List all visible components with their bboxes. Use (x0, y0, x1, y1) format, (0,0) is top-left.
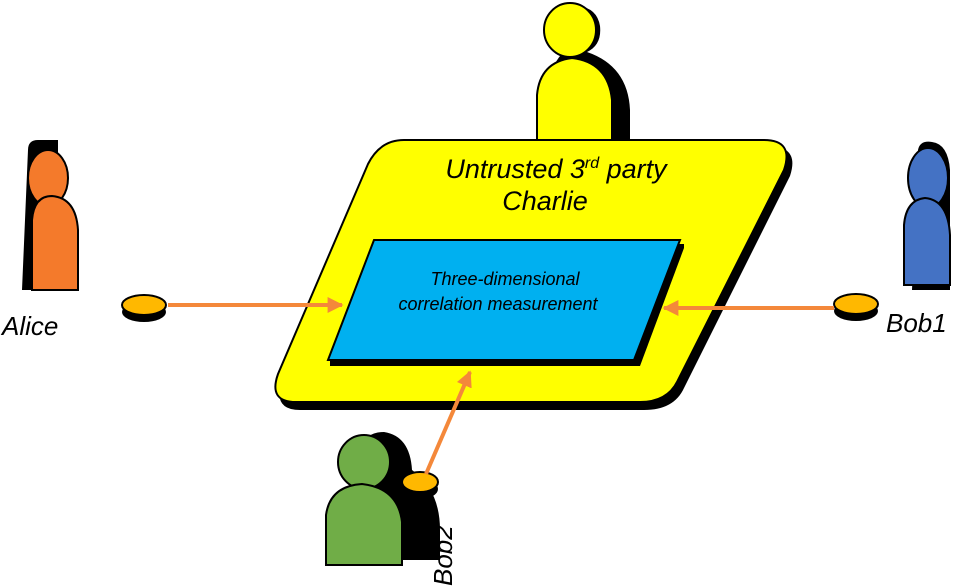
platform-subtitle: Charlie (502, 186, 588, 216)
bob2-label: Bob2 (428, 525, 458, 586)
alice-token (121, 294, 167, 322)
alice-figure (22, 140, 79, 291)
platform-title: Untrusted 3rd party (445, 154, 668, 184)
bob2-arrow (424, 370, 472, 475)
bob1-token (833, 293, 879, 321)
measurement-label-line2: correlation measurement (398, 294, 598, 314)
bob2-token (401, 471, 439, 499)
alice-label: Alice (0, 311, 58, 341)
measurement-label-line1: Three-dimensional (430, 269, 580, 289)
charlie-figure (536, 2, 630, 151)
measurement-device (326, 239, 684, 366)
bob1-label: Bob1 (886, 308, 947, 338)
bob1-figure (903, 141, 951, 290)
bob2-figure (325, 432, 440, 566)
